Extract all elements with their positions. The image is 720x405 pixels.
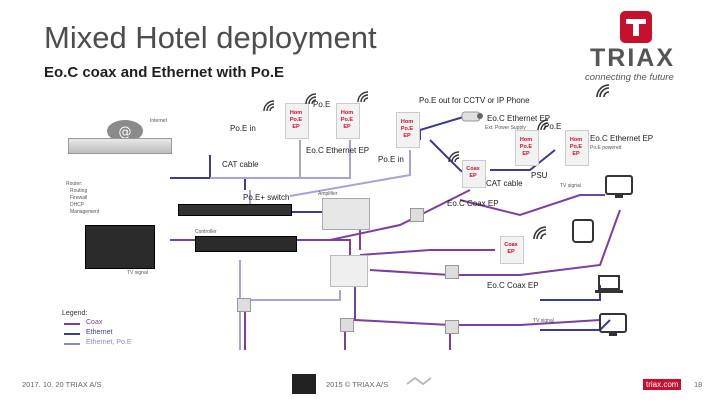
ap-label: Hom Po.E EP <box>519 137 533 157</box>
label-eoc-ethernet-ep-right: Eo.C Ethernet EP <box>590 134 654 143</box>
legend-swatch-poe <box>64 343 80 345</box>
coax-ep <box>462 160 486 188</box>
coax-splitter <box>330 255 368 287</box>
legend-swatch-ethernet <box>64 333 80 335</box>
legend-swatch-coax <box>64 323 80 325</box>
label-ext-power-supply: Ext. Power Supply <box>485 125 526 131</box>
router-item: DHCP <box>70 202 85 208</box>
router-item: Firewall <box>70 195 88 201</box>
label-eoc-ethernet-ep-top: Eo.C Ethernet EP <box>487 114 551 123</box>
wall-socket <box>445 265 459 279</box>
label-eoc-coax-ep-low: Eo.C Coax EP <box>487 281 539 290</box>
tv-icon <box>605 175 633 198</box>
footer-url[interactable]: triax.com <box>643 379 682 390</box>
amplifier-label: Amplifier <box>318 191 338 197</box>
label-cat-cable-left: CAT cable <box>222 160 259 169</box>
footer-date: 2017. 10. 20 TRIAX A/S <box>22 380 102 389</box>
controller-box <box>85 225 155 269</box>
logo-wordmark: TRIAX <box>590 44 675 72</box>
coax-ep <box>500 236 524 264</box>
controller-label: Controller <box>195 229 217 235</box>
footer-decor <box>292 374 316 394</box>
label-cat-cable-right: CAT cable <box>486 179 523 188</box>
controller-device <box>195 236 297 252</box>
label-poe-in-mid: Po.E in <box>378 155 404 164</box>
svg-text:@: @ <box>119 125 132 140</box>
router-item: Routing <box>70 188 88 194</box>
amplifier-device <box>322 198 370 230</box>
legend-item-poe: Ethernet, Po.E <box>86 339 132 346</box>
router-title: Router: <box>66 181 83 187</box>
triax-logo-icon <box>620 11 652 43</box>
poe-switch-device <box>178 204 292 216</box>
wifi-icon <box>357 91 369 103</box>
page-title: Mixed Hotel deployment <box>44 20 377 55</box>
router-item: Management <box>70 209 100 215</box>
access-point <box>285 103 309 139</box>
access-point <box>336 103 360 139</box>
handshake-icon <box>406 376 432 386</box>
ap-label: Hom Po.E EP <box>340 110 354 130</box>
label-eoc-ethernet-ep-mid: Eo.C Ethernet EP <box>306 146 370 155</box>
wall-socket <box>340 318 354 332</box>
access-point <box>396 112 420 148</box>
wifi-icon <box>596 84 610 98</box>
label-poe-out-cctv: Po.E out for CCTV or IP Phone <box>419 96 530 105</box>
wifi-icon <box>533 226 547 240</box>
legend-title: Legend: <box>62 310 88 317</box>
ap-label: Hom Po.E EP <box>569 137 583 157</box>
legend-item-coax: Coax <box>86 319 103 326</box>
page-number: 18 <box>694 380 703 389</box>
router-device <box>68 138 172 154</box>
wifi-icon <box>448 151 460 163</box>
legend-item-ethernet: Ethernet <box>86 329 113 336</box>
label-poe-top: Po.E <box>313 100 331 109</box>
ap-label: Hom Po.E EP <box>289 110 303 130</box>
label-poe-switch: Po.E+ switch <box>243 193 290 202</box>
coax-ep-label: Coax EP <box>466 166 480 179</box>
tablet-icon <box>572 219 594 243</box>
wall-socket <box>445 320 459 334</box>
tv-icon <box>599 313 627 336</box>
label-poe-powered: Po.E powered <box>590 145 622 151</box>
page-subtitle: Eo.C coax and Ethernet with Po.E <box>44 64 285 81</box>
ap-label: Hom Po.E EP <box>400 119 414 139</box>
label-poe-in-left: Po.E in <box>230 124 256 133</box>
access-point <box>565 130 589 166</box>
internet-cloud-icon: @ <box>107 120 143 142</box>
cctv-camera-icon <box>461 111 483 122</box>
wifi-icon <box>263 100 275 112</box>
legend: Legend: Coax Ethernet Ethernet, Po.E <box>58 310 168 352</box>
label-poe-right-top: Po.E <box>544 122 562 131</box>
wifi-icon <box>537 119 549 131</box>
footer-copyright: 2015 © TRIAX A/S <box>326 380 389 389</box>
tv-signal-left: TV signal <box>127 270 148 276</box>
access-point <box>515 130 539 166</box>
wifi-icon <box>305 93 317 105</box>
label-psu: PSU <box>531 171 548 180</box>
coax-ep-label: Coax EP <box>504 242 518 255</box>
internet-label: Internet <box>150 118 167 124</box>
tv-signal-right-top: TV signal <box>560 183 581 189</box>
logo-tagline: connecting the future <box>585 72 674 83</box>
laptop-icon <box>595 275 623 293</box>
tv-signal-right-low: TV signal <box>533 318 554 324</box>
label-eoc-coax-ep-mid: Eo.C Coax EP <box>447 199 499 208</box>
wall-socket <box>410 208 424 222</box>
wall-socket <box>237 298 251 312</box>
